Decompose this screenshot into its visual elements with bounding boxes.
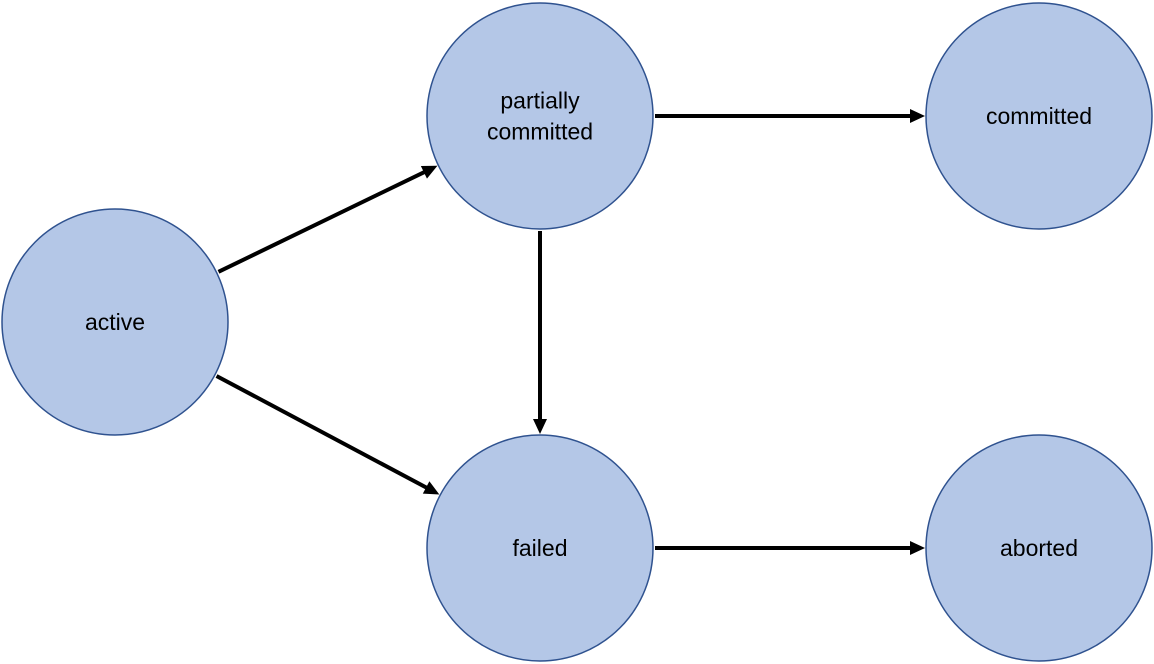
state-node-aborted: aborted bbox=[925, 434, 1153, 662]
arrow-head-icon bbox=[910, 541, 925, 555]
edge-partially-committed-to-failed bbox=[533, 231, 547, 434]
state-label: failed bbox=[513, 535, 568, 561]
state-node-committed: committed bbox=[925, 2, 1153, 230]
state-node-failed: failed bbox=[426, 434, 654, 662]
state-label: committed bbox=[986, 103, 1092, 129]
state-label: active bbox=[85, 309, 145, 335]
state-label: partially bbox=[500, 88, 580, 114]
state-node-partially-committed: partially committed bbox=[426, 2, 654, 230]
edge-partially-committed-to-committed bbox=[655, 109, 925, 123]
arrow-head-icon bbox=[533, 419, 547, 434]
edge-line bbox=[215, 374, 429, 491]
state-circle bbox=[925, 2, 1153, 230]
state-label: aborted bbox=[1000, 535, 1078, 561]
edge-active-to-failed bbox=[215, 374, 440, 495]
state-circle bbox=[426, 434, 654, 662]
edges-layer bbox=[215, 109, 925, 555]
arrow-head-icon bbox=[910, 109, 925, 123]
state-circle bbox=[1, 208, 229, 436]
arrow-head-icon bbox=[422, 481, 440, 495]
edge-failed-to-aborted bbox=[655, 541, 925, 555]
state-node-active: active bbox=[1, 208, 229, 436]
state-label: committed bbox=[487, 119, 593, 145]
edge-active-to-partially-committed bbox=[217, 165, 438, 274]
state-circle bbox=[426, 2, 654, 230]
state-circle bbox=[925, 434, 1153, 662]
edge-line bbox=[217, 169, 427, 274]
arrow-head-icon bbox=[420, 165, 438, 179]
